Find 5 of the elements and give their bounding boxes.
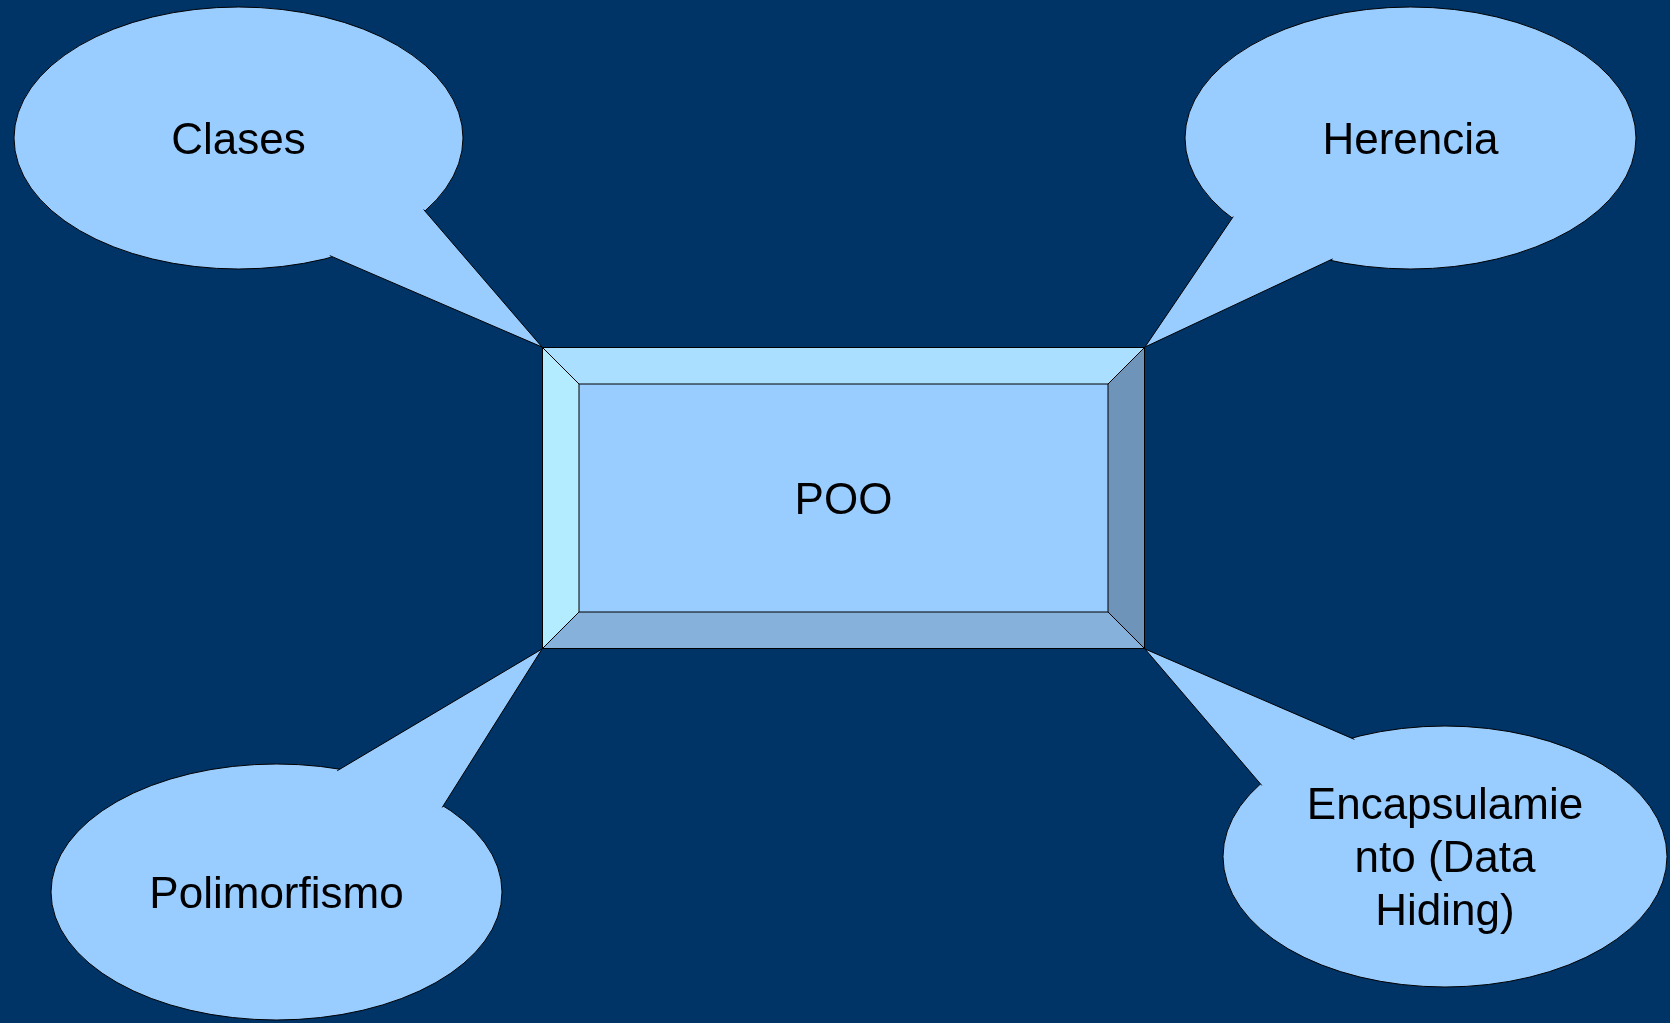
node-label: POO: [794, 472, 893, 525]
node-label: Polimorfismo: [149, 866, 404, 919]
node-label: Clases: [171, 112, 306, 165]
node-label: Encapsulamiento (Data Hiding): [1305, 778, 1585, 936]
node-label: Herencia: [1322, 112, 1499, 165]
